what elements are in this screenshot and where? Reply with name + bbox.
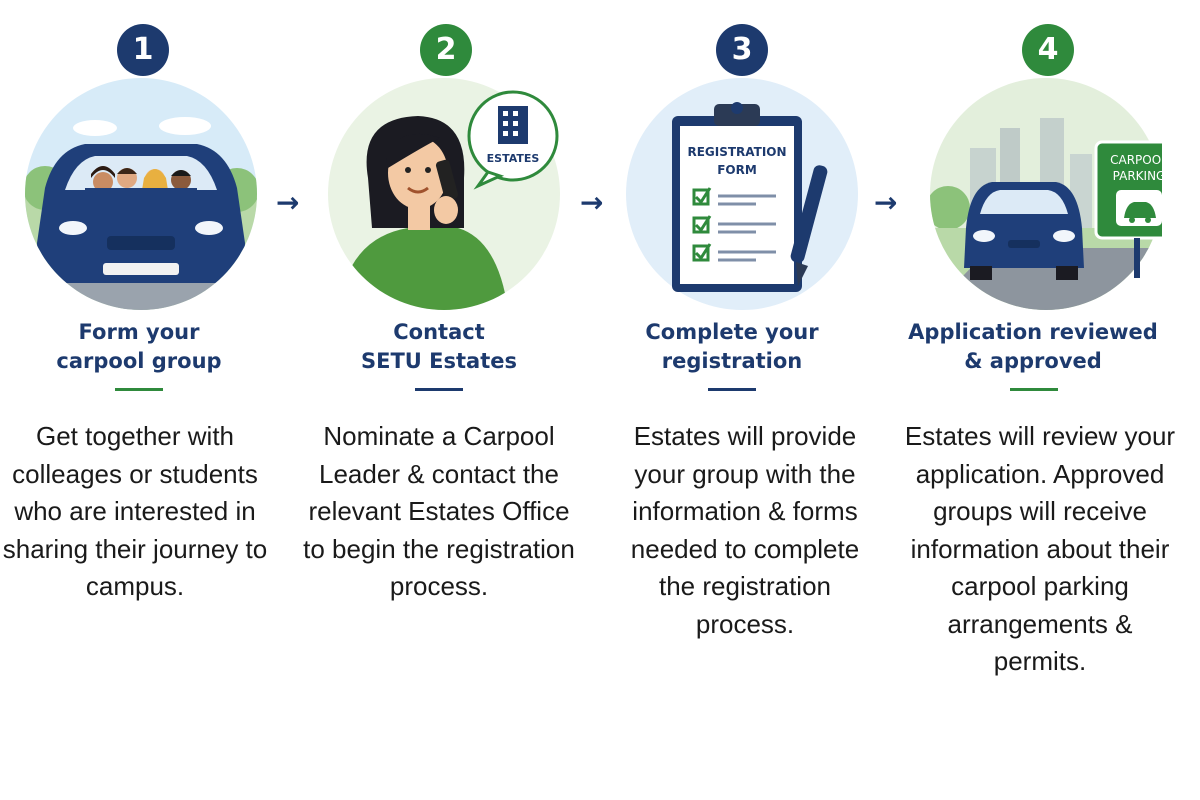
next-step-arrow: → xyxy=(874,186,898,219)
form-label-line2: FORM xyxy=(717,163,757,177)
phone-call-icon: ESTATES xyxy=(328,78,560,310)
step-number-badge: 3 xyxy=(716,24,768,76)
sign-label-line1: CARPOOL xyxy=(1110,153,1162,167)
step-1: 1 xyxy=(0,0,300,800)
step-3: 3 REGISTRATION FORM xyxy=(600,0,900,800)
step-4: 4 CARPO xyxy=(900,0,1200,800)
step-description: Nominate a Carpool Leader & contact the … xyxy=(303,421,575,601)
sign-label-line2: PARKING xyxy=(1113,169,1162,183)
step-number-badge: 1 xyxy=(117,24,169,76)
step-2: 2 ESTATES Contact xyxy=(300,0,600,800)
step-title: Form your carpool group xyxy=(56,320,222,373)
title-underline xyxy=(1010,388,1058,391)
title-underline xyxy=(115,388,163,391)
next-step-arrow: → xyxy=(580,186,604,219)
clipboard-form-icon: REGISTRATION FORM xyxy=(626,78,858,310)
step-title: Complete your registration xyxy=(645,320,819,373)
step-description: Estates will provide your group with the… xyxy=(630,421,860,639)
carpool-group-car-icon xyxy=(25,78,257,310)
next-step-arrow: → xyxy=(276,186,300,219)
step-description: Get together with colleages or students … xyxy=(2,421,268,601)
estates-bubble-label: ESTATES xyxy=(487,152,540,165)
form-label-line1: REGISTRATION xyxy=(687,145,786,159)
title-underline xyxy=(708,388,756,391)
step-title: Contact SETU Estates xyxy=(361,320,517,373)
carpool-parking-icon: CARPOOL PARKING xyxy=(930,78,1162,310)
step-number-badge: 4 xyxy=(1022,24,1074,76)
title-underline xyxy=(415,388,463,391)
step-title: Application reviewed & approved xyxy=(908,320,1158,373)
step-number-badge: 2 xyxy=(420,24,472,76)
step-description: Estates will review your application. Ap… xyxy=(904,421,1176,676)
